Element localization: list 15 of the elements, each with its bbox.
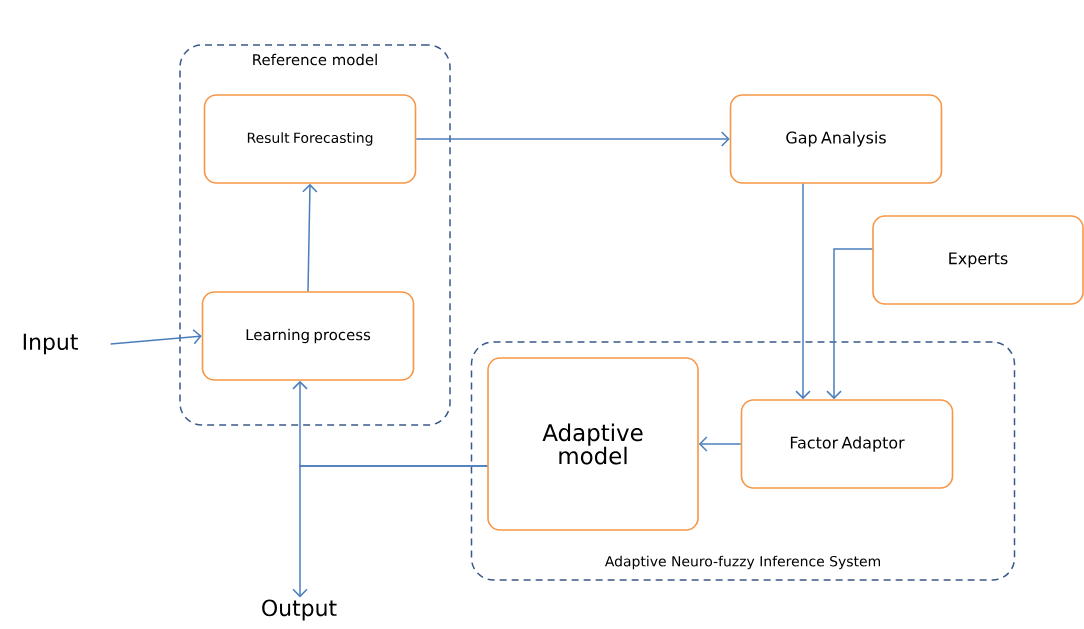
process-box: Factor Adaptor	[740, 399, 954, 489]
arrow	[415, 131, 730, 147]
plain-text-label: Output	[262, 599, 337, 621]
process-box: Gap Analysis	[729, 94, 943, 184]
arrow	[826, 248, 873, 400]
arrow	[302, 183, 318, 292]
process-box: Adaptive model	[487, 357, 699, 531]
process-box: Experts	[872, 215, 1084, 305]
arrow	[795, 183, 811, 400]
arrow	[292, 465, 488, 598]
process-box: Learning process	[201, 291, 415, 381]
arrow	[109, 329, 202, 345]
process-box: Result Forecasting	[203, 94, 417, 184]
arrow	[698, 436, 742, 452]
plain-text-label: Input	[23, 333, 78, 355]
